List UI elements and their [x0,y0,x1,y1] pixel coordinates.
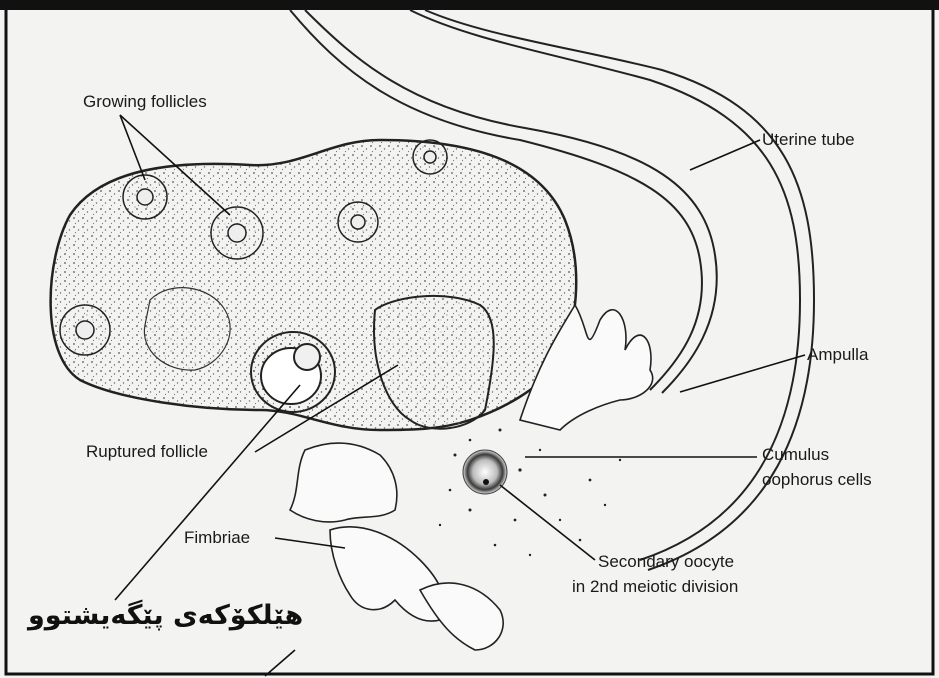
growing-follicle-top-right [413,140,447,174]
kurdish-caption: هێلکۆکەی پێگەیشتوو [28,600,303,631]
growing-follicle-middle [338,202,378,242]
label-ruptured-follicle: Ruptured follicle [86,442,208,462]
mature-follicle [251,332,335,412]
label-cumulus-line2: oophorus cells [762,470,872,490]
label-growing-follicles: Growing follicles [83,92,207,112]
oocyte-nucleus [483,479,489,485]
growing-follicle-left [123,175,167,219]
top-edge-bar [0,0,939,10]
label-fimbriae: Fimbriae [184,528,250,548]
cumulus-cells-dots [439,414,621,556]
label-oocyte-line2: in 2nd meiotic division [572,577,738,597]
secondary-oocyte [463,450,507,494]
corpus-structure [144,288,230,370]
label-oocyte-line1: Secondary oocyte [598,552,734,572]
label-uterine-tube: Uterine tube [762,130,855,150]
label-ampulla: Ampulla [807,345,868,365]
growing-follicle-far-left [60,305,110,355]
label-cumulus-line1: Cumulus [762,445,829,465]
growing-follicle-center [211,207,263,259]
